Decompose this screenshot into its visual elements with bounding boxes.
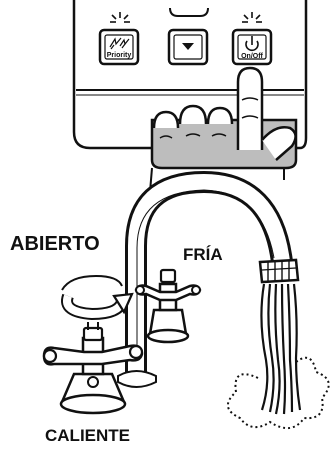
indicator-light-icon: [110, 12, 130, 23]
open-rotation-arrow-icon: [61, 274, 134, 321]
hand-icon: [149, 66, 298, 193]
open-direction-label: ABIERTO: [10, 233, 100, 255]
water-splash-icon: [227, 356, 330, 429]
indicator-light-icon: [242, 12, 262, 23]
cold-handle-label: FRÍA: [183, 245, 223, 264]
priority-button[interactable]: Priority: [98, 12, 140, 66]
priority-label: Priority: [107, 52, 132, 59]
display-tab: [169, 7, 209, 17]
power-icon: [245, 36, 259, 52]
onoff-button[interactable]: On/Off: [231, 12, 273, 66]
faucet-aerator: [258, 258, 300, 284]
hot-handle[interactable]: [42, 322, 144, 415]
faucet-spout: [117, 170, 293, 388]
down-button[interactable]: [167, 28, 209, 66]
priority-water-icon: [109, 37, 130, 50]
onoff-label: On/Off: [241, 53, 263, 60]
cold-handle[interactable]: [134, 268, 202, 344]
water-stream-icon: [260, 283, 302, 415]
down-arrow-icon: [182, 43, 194, 50]
hot-handle-label: CALIENTE: [45, 426, 130, 445]
